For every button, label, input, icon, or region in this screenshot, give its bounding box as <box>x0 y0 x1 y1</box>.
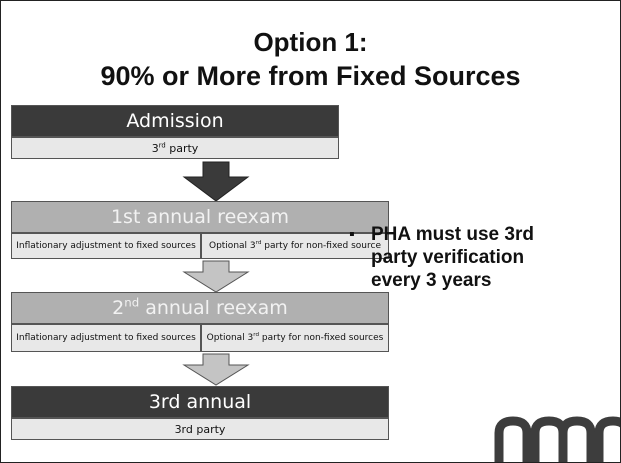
reexam2-right-cell: Optional 3rd party for non-fixed sources <box>201 324 389 352</box>
admission-detail-box: 3rd party <box>11 137 339 159</box>
reexam1-right-text: Optional 3rd party for non-fixed source <box>208 239 381 251</box>
reexam2-left-cell: Inflationary adjustment to fixed sources <box>11 324 201 352</box>
down-arrow-icon <box>182 260 250 293</box>
reexam2-heading: 2nd annual reexam <box>112 295 288 319</box>
reexam3-heading-box: 3rd annual <box>11 386 389 418</box>
bullet-point: ▪ PHA must use 3rd party verification ev… <box>349 223 534 292</box>
reexam1-heading-box: 1st annual reexam <box>11 201 389 233</box>
reexam1-heading: 1st annual reexam <box>110 206 290 228</box>
admission-heading-box: Admission <box>11 105 339 137</box>
reexam3-detail: 3rd party <box>174 422 226 436</box>
bullet-marker-icon: ▪ <box>349 226 355 243</box>
reexam1-left-text: Inflationary adjustment to fixed sources <box>16 240 196 251</box>
reexam3-heading: 3rd annual <box>148 391 252 413</box>
reexam1-left-cell: Inflationary adjustment to fixed sources <box>11 233 201 259</box>
slide-title-line1: Option 1: <box>253 27 368 57</box>
reexam1-right-cell: Optional 3rd party for non-fixed source <box>201 233 389 259</box>
down-arrow-icon <box>182 161 250 202</box>
down-arrow-icon <box>182 353 250 386</box>
reexam2-right-text: Optional 3rd party for non-fixed sources <box>206 331 384 343</box>
bullet-text: PHA must use 3rd party verification ever… <box>371 224 534 291</box>
admission-detail: 3rd party <box>151 140 199 155</box>
admission-heading: Admission <box>126 110 224 132</box>
reexam3-detail-box: 3rd party <box>11 418 389 440</box>
reexam2-left-text: Inflationary adjustment to fixed sources <box>16 332 196 343</box>
reexam2-heading-box: 2nd annual reexam <box>11 292 389 324</box>
slide-title-line2: 90% or More from Fixed Sources <box>100 61 521 91</box>
logo-icon <box>494 416 620 462</box>
